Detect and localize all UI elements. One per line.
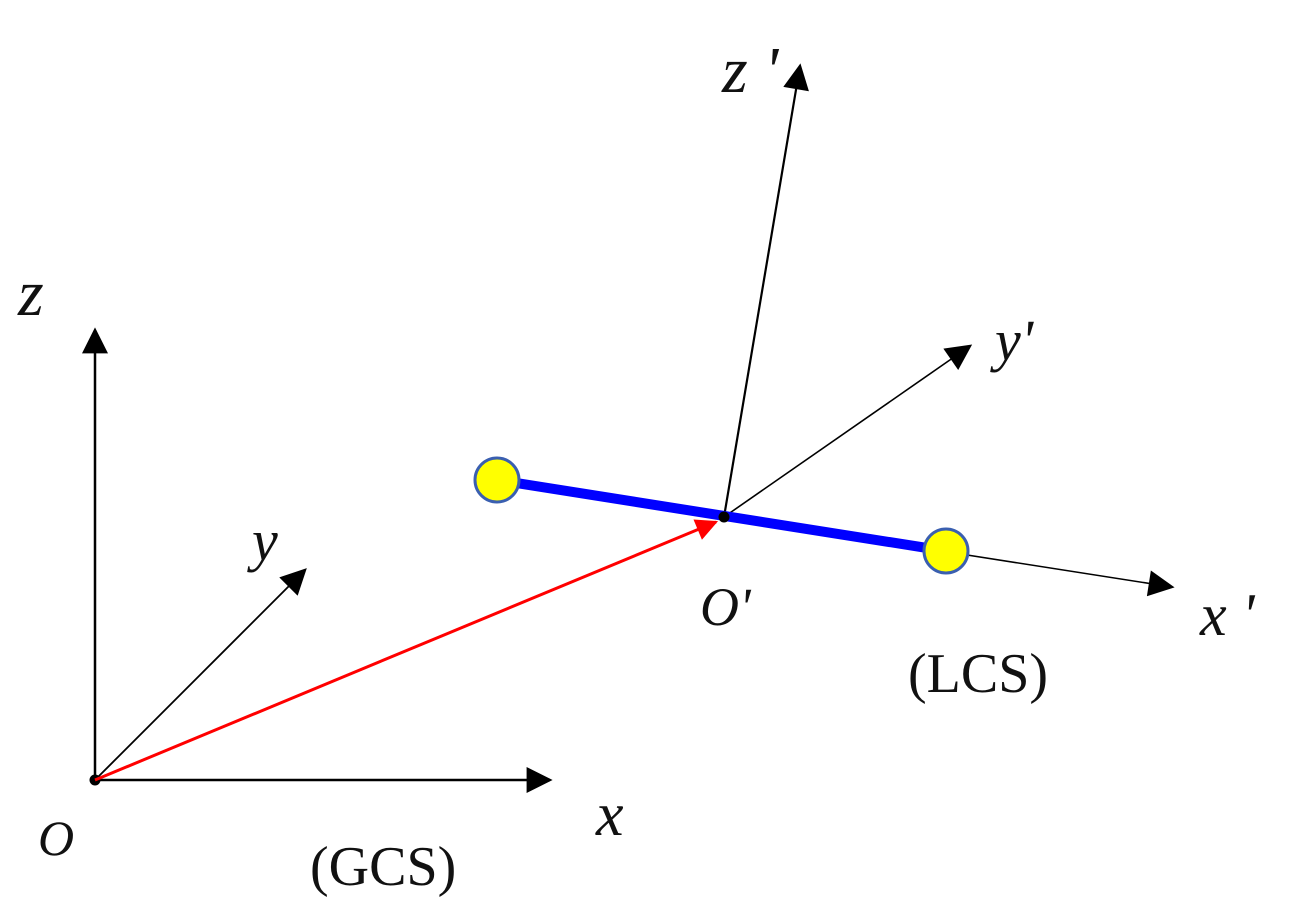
- element-start-node: [473, 456, 521, 504]
- local-x-label: x ': [1199, 582, 1256, 648]
- position-vector-arrow: [94, 519, 719, 782]
- local-origin-point: [718, 511, 730, 523]
- local-y-label: y': [990, 308, 1035, 373]
- local-origin-label: O': [700, 577, 752, 637]
- element-end-node: [922, 527, 970, 575]
- local-y-axis: [723, 344, 973, 518]
- global-frame-caption: (GCS): [310, 836, 456, 898]
- global-coordinate-system: z y x O (GCS): [17, 257, 624, 898]
- global-z-label: z: [17, 257, 44, 330]
- local-z-axis: [722, 63, 809, 518]
- local-x-axis: [947, 551, 1175, 597]
- global-y-axis: [94, 568, 307, 781]
- local-z-label: z ': [721, 34, 780, 107]
- global-y-label: y: [247, 508, 278, 573]
- global-x-label: x: [595, 781, 624, 849]
- local-frame-caption: (LCS): [908, 643, 1048, 705]
- local-coordinate-system: z ' y' x ' O' (LCS): [473, 34, 1256, 705]
- global-origin-label: O: [38, 810, 74, 866]
